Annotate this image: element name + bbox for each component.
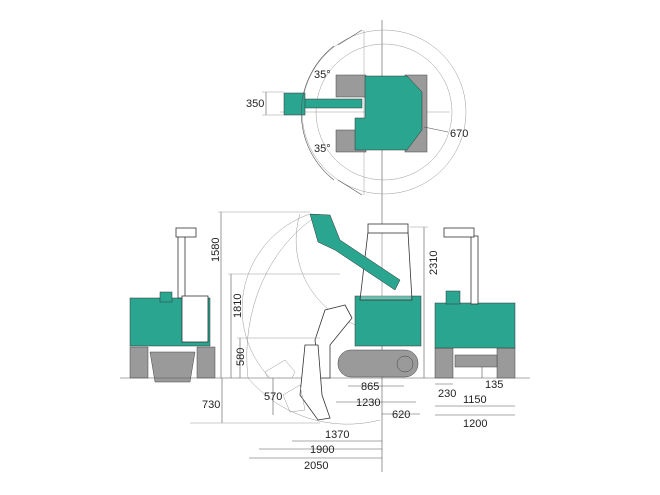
blade-lift-label: 580 [235,348,247,366]
boom-raised [309,213,401,291]
overall-height-label: 2310 [428,251,440,275]
swing-angle-arc [301,45,335,181]
overall-width-label: 1200 [463,418,487,430]
rear-canopy-pillar [470,235,479,305]
bucket-top [283,92,306,116]
bucket-lowered [299,344,331,421]
tail-swing-label: 620 [392,409,410,421]
angle-lower-label: 35° [314,143,331,155]
upper-structure [354,295,422,347]
track-gauge-label: 1150 [463,394,487,406]
max-dig-depth-label: 730 [202,399,220,411]
boom-lowered [314,304,353,379]
max-dig-height-label: 1580 [210,238,222,262]
front-view [129,227,216,383]
tail-radius-label: 670 [450,128,468,140]
max-reach-label: 2050 [304,460,328,472]
blade-depth-label: 570 [264,391,282,403]
angle-upper-label: 35° [314,69,331,81]
ground-clearance-label: 135 [485,379,503,391]
shoe-width-label: 230 [438,388,456,400]
max-reach-ground-label: 1900 [310,444,334,456]
front-canopy-pillar [177,235,186,299]
bucket-width-label: 350 [246,98,264,110]
track-top [335,74,367,98]
front-blade [149,351,196,383]
max-dump-height-label: 1810 [232,294,244,318]
side-view: 1580 1810 580 2310 730 570 865 1230 620 … [120,211,530,472]
track-length-label: 1230 [356,397,380,409]
upper-structure-top [354,75,423,151]
min-swing-radius-label: 1370 [325,429,349,441]
rear-body [434,302,516,349]
top-view: 35° 35° 350 670 [246,29,468,196]
tumbler-distance-label: 865 [361,381,379,393]
arm-top [299,98,363,109]
rear-view: 135 230 1150 1200 [434,227,516,430]
crawler-track [337,349,419,378]
